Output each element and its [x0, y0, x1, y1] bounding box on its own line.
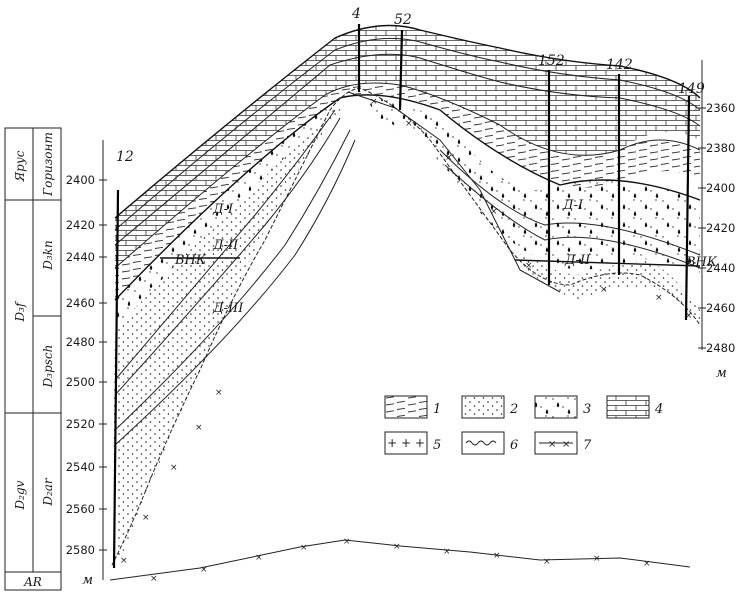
column-header-horizon: Горизонт — [41, 132, 55, 197]
column-header-stage: Ярус — [13, 150, 27, 182]
right-tick-2420: 2420 — [706, 221, 735, 235]
left-tick-2500: 2500 — [66, 375, 95, 389]
legend-item-3: 3 — [534, 395, 591, 419]
oil-sand-left — [115, 98, 340, 330]
legend-item-4: 4 — [606, 395, 663, 419]
right-tick-2400: 2400 — [706, 181, 735, 195]
svg-text:×: × — [195, 423, 203, 433]
horizon-d2ar: D₂ar — [41, 477, 55, 507]
reservoir-d1-right: Д-I — [562, 198, 584, 213]
rock-layers: × × × × × × × × × × × × × × × × × × × × × × × × — [109, 24, 701, 584]
svg-text:×: × — [142, 513, 150, 523]
svg-text:5: 5 — [433, 438, 441, 453]
svg-text:×: × — [370, 97, 378, 107]
wells: 12 4 52 152 142 149 — [112, 6, 705, 569]
svg-text:×: × — [593, 554, 601, 564]
svg-text:1: 1 — [433, 402, 441, 417]
left-tick-2480: 2480 — [66, 335, 95, 349]
reservoir-d2-right: Д-II — [564, 253, 591, 268]
legend-item-1: 1 — [384, 395, 441, 419]
svg-text:×: × — [120, 556, 128, 566]
owc-label-right: ВНК — [685, 255, 718, 270]
well-label-52: 52 — [394, 12, 412, 28]
left-tick-2400: 2400 — [66, 173, 95, 187]
basement-label: AR — [23, 575, 42, 589]
left-tick-2580: 2580 — [66, 543, 95, 557]
water-sand-left — [112, 100, 348, 565]
svg-text:×: × — [445, 153, 453, 163]
svg-text:×: × — [685, 311, 693, 321]
owc-label-left: ВНК — [174, 253, 207, 268]
svg-text:×: × — [170, 463, 178, 473]
svg-text:×: × — [393, 542, 401, 552]
horizon-d3psch: D₃psch — [41, 345, 55, 389]
left-tick-2420: 2420 — [66, 218, 95, 232]
svg-text:3: 3 — [583, 402, 591, 417]
well-52-trace — [398, 29, 404, 111]
cap-carbonate-layer — [115, 25, 700, 268]
right-depth-axis: 2360 2380 2400 2420 2440 2460 2480 м — [698, 60, 735, 381]
legend-item-6: 6 — [461, 431, 518, 455]
horizon-d3kn: D₃kn — [41, 240, 55, 270]
svg-text:×: × — [343, 537, 351, 547]
right-tick-2460: 2460 — [706, 301, 735, 315]
oil-sand-right — [365, 98, 700, 275]
svg-text:×: × — [655, 293, 663, 303]
svg-text:×: × — [215, 388, 223, 398]
svg-text:×: × — [150, 574, 158, 584]
reservoir-labels: Д-I Д-II Д-III Д-I Д-II ВНК ВНК — [174, 198, 718, 316]
legend: 1 2 3 4 + + + 5 6 × × 7 — [384, 395, 663, 455]
water-sand-right — [520, 250, 700, 325]
svg-text:×: × — [405, 119, 413, 129]
svg-text:×: × — [443, 547, 451, 557]
left-depth-axis: 2400 2420 2440 2460 2480 2500 2520 2540 … — [66, 140, 107, 588]
stage-d3f: D₃f — [13, 300, 27, 322]
right-tick-2380: 2380 — [706, 141, 735, 155]
left-tick-2520: 2520 — [66, 417, 95, 431]
well-label-142: 142 — [606, 57, 633, 73]
basement-contact-marks: × × × × × × × × × × × × × × × × × × × × × × × × — [120, 97, 693, 584]
left-tick-2460: 2460 — [66, 296, 95, 310]
right-tick-2480: 2480 — [706, 341, 735, 355]
well-149-trace — [684, 95, 691, 321]
svg-text:6: 6 — [510, 438, 518, 453]
reservoir-d3-left: Д-III — [212, 301, 244, 316]
svg-text:+ + +: + + + — [387, 436, 425, 450]
left-tick-2540: 2540 — [66, 460, 95, 474]
well-label-4: 4 — [351, 6, 361, 22]
svg-text:×: × — [548, 439, 556, 450]
svg-text:×: × — [562, 439, 570, 450]
svg-text:×: × — [600, 285, 608, 295]
stage-d2gv: D₂gv — [13, 480, 27, 510]
legend-item-7: × × 7 — [534, 431, 592, 455]
reservoir-d1-left: Д-I — [212, 202, 234, 217]
svg-text:×: × — [525, 261, 533, 271]
legend-item-5: + + + 5 — [384, 431, 441, 455]
well-label-149: 149 — [678, 81, 705, 97]
svg-text:7: 7 — [583, 438, 592, 453]
svg-text:×: × — [300, 543, 308, 553]
svg-text:×: × — [255, 553, 263, 563]
right-tick-2440: 2440 — [706, 261, 735, 275]
legend-item-2: 2 — [461, 395, 518, 419]
reservoir-d2-left: Д-II — [212, 238, 239, 253]
well-label-152: 152 — [538, 53, 565, 69]
svg-text:×: × — [490, 207, 498, 217]
left-axis-unit: м — [82, 573, 93, 588]
stratigraphic-column: Ярус Горизонт D₃f D₃kn D₃psch D₂gv D₂ar … — [4, 127, 62, 591]
well-label-12: 12 — [116, 149, 134, 165]
svg-text:4: 4 — [654, 402, 663, 417]
svg-text:×: × — [493, 551, 501, 561]
svg-text:×: × — [200, 565, 208, 575]
left-tick-2440: 2440 — [66, 250, 95, 264]
right-tick-2360: 2360 — [706, 101, 735, 115]
svg-text:2: 2 — [509, 402, 518, 417]
well-12-trace — [112, 189, 120, 569]
right-axis-unit: м — [716, 366, 727, 381]
svg-text:×: × — [543, 557, 551, 567]
svg-text:×: × — [643, 559, 651, 569]
left-tick-2560: 2560 — [66, 502, 95, 516]
